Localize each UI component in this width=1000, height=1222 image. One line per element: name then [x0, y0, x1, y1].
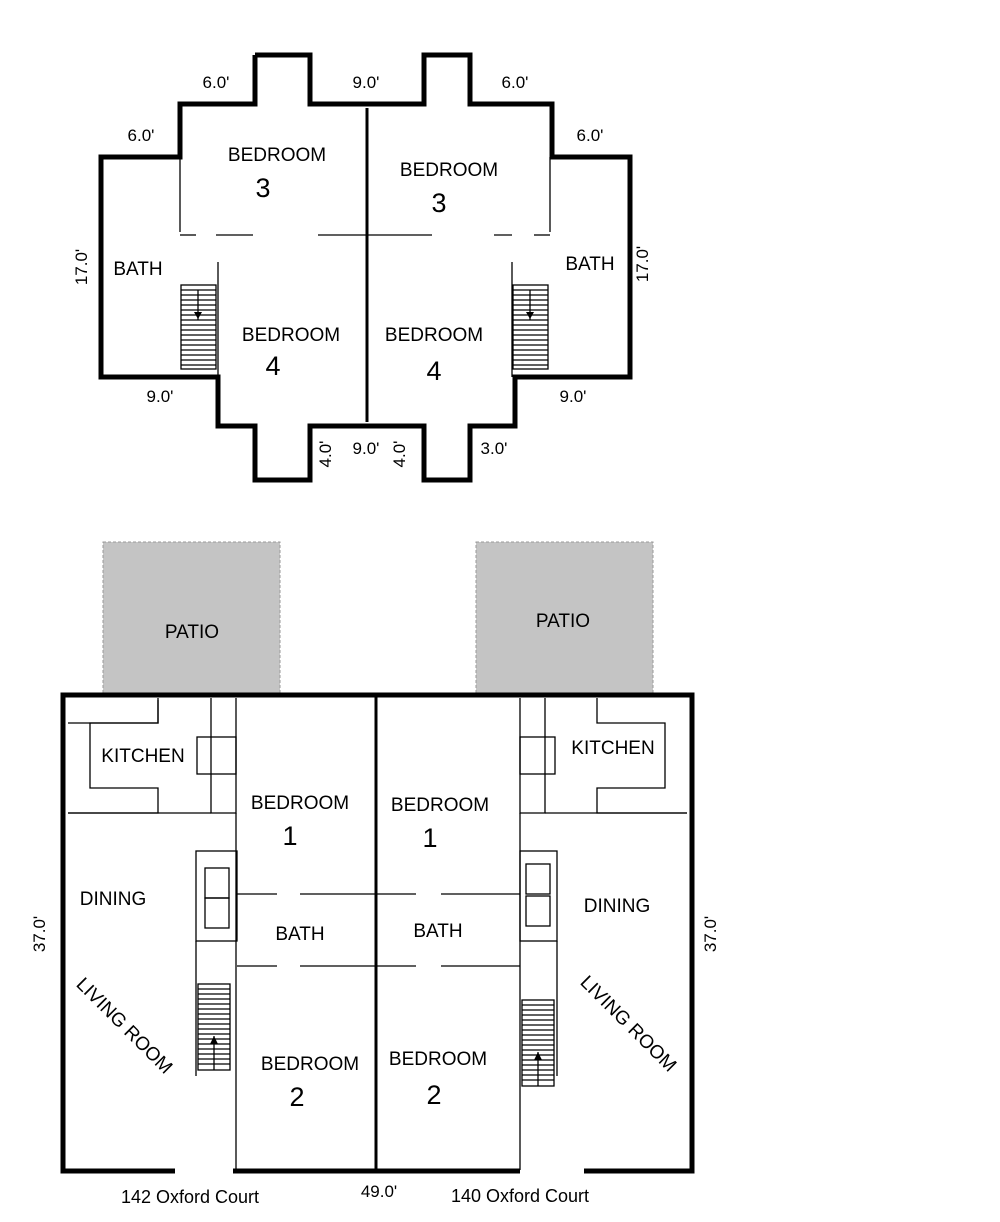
bedroom-1-left-label: BEDROOM: [251, 793, 349, 814]
address-right: 140 Oxford Court: [451, 1186, 589, 1206]
dimension-bottom-right: 9.0': [560, 387, 587, 406]
dimension-right-step: 6.0': [577, 126, 604, 145]
patio-right: [475, 541, 654, 694]
bedroom-4-left-number: 4: [265, 351, 280, 381]
dimension-top-center: 9.0': [353, 73, 380, 92]
main-exterior-wall: [60, 692, 695, 1174]
dimension-main-right-depth: 37.0': [701, 916, 720, 952]
kitchen-left-label: KITCHEN: [101, 746, 184, 767]
fridge-right: [519, 736, 556, 775]
dimension-left-step: 6.0': [128, 126, 155, 145]
dimension-right-height: 17.0': [633, 246, 652, 282]
dining-right-label: DINING: [584, 896, 651, 917]
patio-left: [102, 541, 281, 694]
bedroom-3-left-label: BEDROOM: [228, 145, 326, 166]
bedroom-2-right-number: 2: [426, 1080, 441, 1110]
washer-right: [525, 863, 551, 895]
laundry-closet-right: [519, 850, 558, 942]
dimension-main-left-depth: 37.0': [30, 916, 49, 952]
bedroom-3-right-number: 3: [431, 188, 446, 218]
dimension-bump-right-width: 3.0': [481, 439, 508, 458]
dimension-bump-right-depth: 4.0': [390, 441, 409, 468]
dimension-bottom-left: 9.0': [147, 387, 174, 406]
bedroom-4-right-label: BEDROOM: [385, 325, 483, 346]
bedroom-4-right-number: 4: [426, 356, 441, 386]
bedroom-1-right-label: BEDROOM: [391, 795, 489, 816]
dimension-left-height: 17.0': [72, 249, 91, 285]
bath-right-upper-label: BATH: [565, 254, 614, 275]
kitchen-right-label: KITCHEN: [571, 738, 654, 759]
upper-floor-plan: BEDROOM 3 BEDROOM 3 BEDROOM 4 BEDROOM 4 …: [72, 52, 652, 483]
dining-left-label: DINING: [80, 889, 147, 910]
upper-stair-right: [512, 284, 549, 370]
bedroom-2-right-label: BEDROOM: [389, 1049, 487, 1070]
patio-right-label: PATIO: [536, 611, 590, 632]
kitchen-column-left: [210, 698, 237, 814]
dryer-left: [204, 897, 230, 929]
living-room-left-label: LIVING ROOM: [72, 974, 176, 1078]
upper-stair-left: [180, 284, 217, 370]
dryer-right: [525, 895, 551, 927]
bedroom-4-left-label: BEDROOM: [242, 325, 340, 346]
bedroom-2-left-label: BEDROOM: [261, 1054, 359, 1075]
bath-right-main-label: BATH: [413, 921, 462, 942]
dimension-total-width: 49.0': [361, 1182, 397, 1201]
kitchen-column-right: [519, 698, 546, 814]
dimension-top-right: 6.0': [502, 73, 529, 92]
patio-left-label: PATIO: [165, 622, 219, 643]
bedroom-3-right-label: BEDROOM: [400, 160, 498, 181]
dimension-top-left: 6.0': [203, 73, 230, 92]
bath-left-upper-label: BATH: [113, 259, 162, 280]
living-room-right-label: LIVING ROOM: [576, 972, 680, 1076]
upper-exterior-wall: [98, 52, 633, 483]
bedroom-2-left-number: 2: [289, 1082, 304, 1112]
dimension-bottom-center: 9.0': [353, 439, 380, 458]
bedroom-1-right-number: 1: [422, 823, 437, 853]
bath-left-main-label: BATH: [275, 924, 324, 945]
kitchen-counter-left: [68, 700, 159, 724]
fridge-left: [196, 736, 237, 775]
laundry-closet-left: [195, 850, 238, 942]
main-floor-plan: PATIO PATIO: [30, 541, 720, 1207]
washer-left: [204, 867, 230, 899]
bedroom-3-left-number: 3: [255, 173, 270, 203]
address-left: 142 Oxford Court: [121, 1187, 259, 1207]
bedroom-1-left-number: 1: [282, 821, 297, 851]
dimension-bump-left-depth: 4.0': [316, 441, 335, 468]
